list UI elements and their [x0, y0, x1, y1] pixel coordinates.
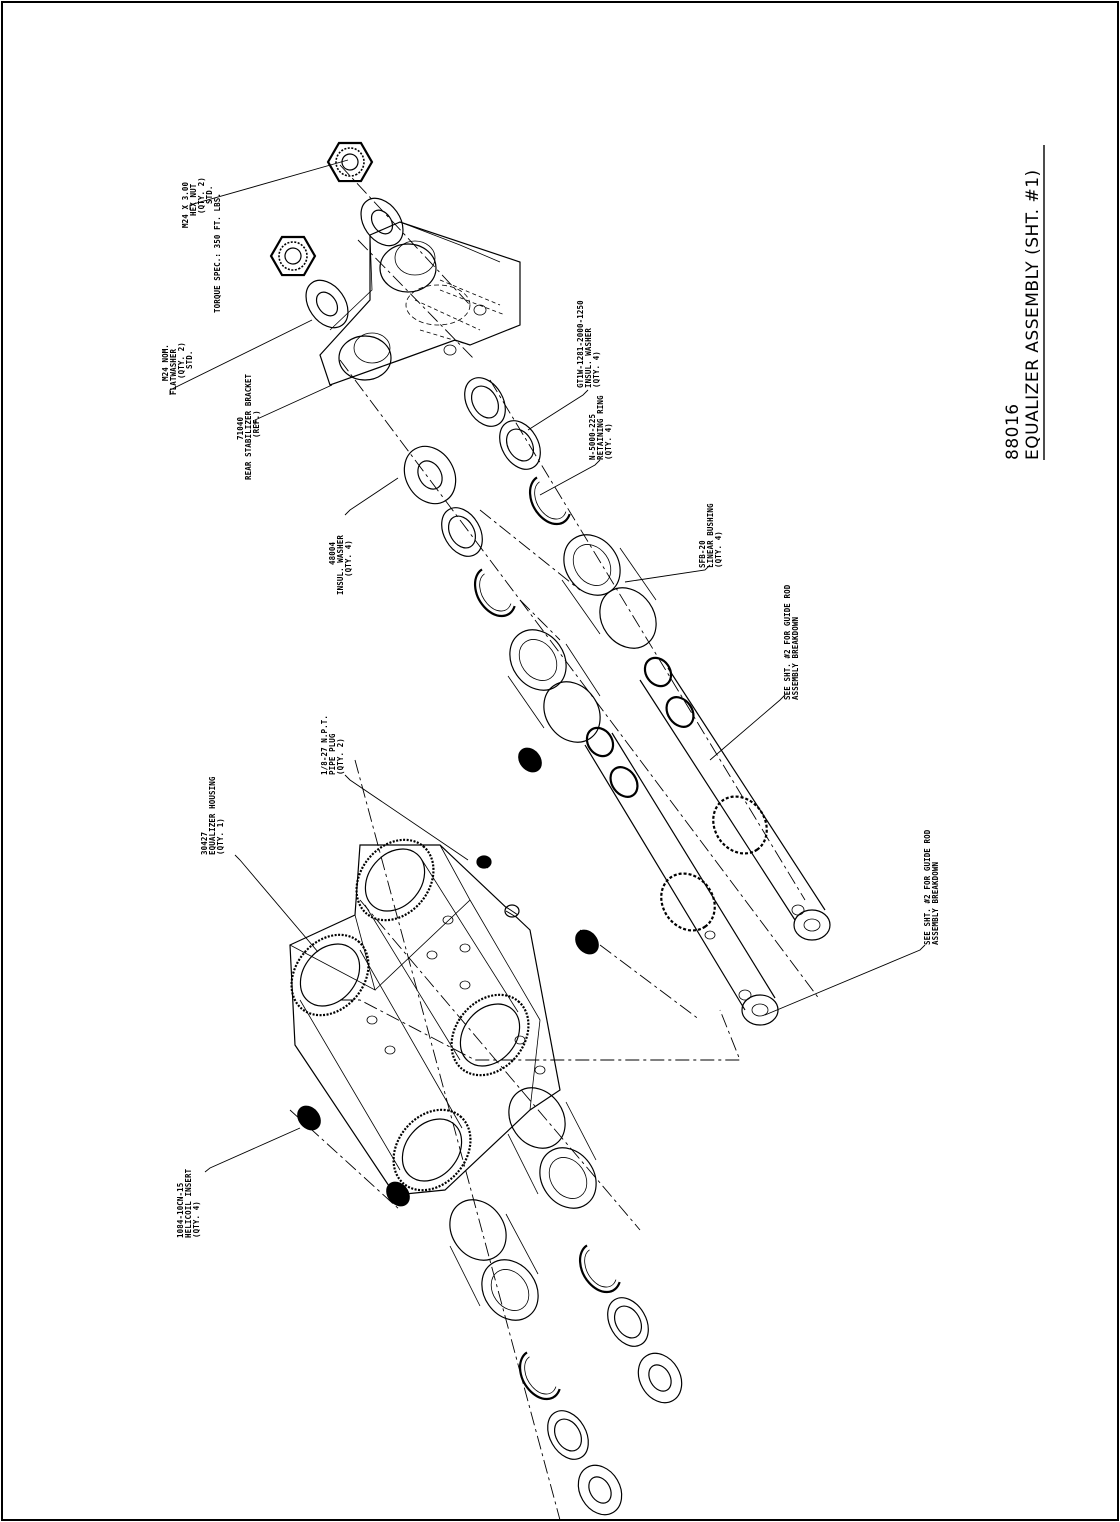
- svg-text:(QTY. 4): (QTY. 4): [192, 1201, 201, 1238]
- svg-text:SFB-20: SFB-20: [698, 540, 707, 568]
- svg-text:HEX NUT: HEX NUT: [189, 183, 198, 216]
- callout-retaining-ring: N-5000-225 RETAINING RING (QTY. 4): [588, 395, 613, 460]
- insul-washer-icon: [637, 1352, 683, 1404]
- svg-text:HELICOIL INSERT: HELICOIL INSERT: [184, 1168, 193, 1238]
- svg-text:ASSEMBLY BREAKDOWN: ASSEMBLY BREAKDOWN: [791, 617, 800, 700]
- flatwasher-icon: [305, 279, 349, 329]
- flatwasher-icon: [360, 197, 404, 247]
- linear-bushing-icon: [507, 1087, 597, 1209]
- svg-text:FLATWASHER: FLATWASHER: [169, 348, 178, 395]
- svg-text:(QTY. 2): (QTY. 2): [197, 177, 206, 214]
- helicoil-insert-icon: [575, 929, 599, 955]
- svg-text:(QTY. 2): (QTY. 2): [177, 342, 186, 379]
- callout-hex-nut: M24 X 3.00 HEX NUT (QTY. 2) STD. TORQUE …: [181, 177, 222, 313]
- hex-nut-icon: [269, 235, 317, 277]
- svg-text:TORQUE SPEC.: 350 FT. LBS.: TORQUE SPEC.: 350 FT. LBS.: [213, 193, 222, 313]
- svg-text:1/8-27 N.P.T.: 1/8-27 N.P.T.: [320, 715, 329, 775]
- retaining-ring-icon: [528, 476, 571, 526]
- helicoil-insert-icon: [386, 1181, 410, 1207]
- svg-text:INSUL. WASHER: INSUL. WASHER: [584, 328, 593, 388]
- linear-bushing-icon: [449, 1199, 539, 1321]
- helicoil-insert-icon: [518, 747, 542, 773]
- svg-text:1084-10CN-15: 1084-10CN-15: [176, 1183, 185, 1238]
- callout-housing: 30427 EQUALIZER HOUSING (QTY. 1): [200, 776, 225, 855]
- svg-text:30427: 30427: [200, 832, 209, 855]
- svg-text:71040: 71040: [236, 417, 245, 440]
- insul-washer-icon: [607, 1297, 649, 1347]
- insul-washer-icon: [577, 1464, 623, 1516]
- svg-text:(REF.): (REF.): [252, 410, 261, 438]
- insul-washer-icon: [464, 377, 506, 427]
- svg-text:PIPE PLUG: PIPE PLUG: [328, 733, 337, 775]
- title-block: 88016 EQUALIZER ASSEMBLY (SHT. #1): [1003, 145, 1045, 460]
- callout-gt-washer: GT1W-1281-2000-1250 INSUL. WASHER (QTY. …: [576, 300, 601, 388]
- linear-bushing-icon: [507, 629, 601, 743]
- insul-washer-icon: [441, 507, 483, 557]
- svg-text:INSUL. WASHER: INSUL. WASHER: [336, 535, 345, 595]
- svg-text:(QTY. 4): (QTY. 4): [344, 540, 353, 577]
- svg-text:ASSEMBLY BREAKDOWN: ASSEMBLY BREAKDOWN: [931, 862, 940, 945]
- guide-rod: [584, 726, 779, 1026]
- callout-guide-rod-upper: SEE SHT. #2 FOR GUIDE ROD ASSEMBLY BREAK…: [783, 584, 800, 700]
- centerlines: [289, 164, 821, 1521]
- svg-text:STD.: STD.: [205, 186, 214, 204]
- svg-text:STD.: STD.: [185, 351, 194, 369]
- svg-text:48004: 48004: [328, 542, 337, 565]
- guide-rod: [639, 656, 831, 941]
- svg-text:REAR STABILIZER BRACKET: REAR STABILIZER BRACKET: [244, 373, 253, 480]
- insul-washer-icon: [403, 445, 457, 505]
- leader-lines: [169, 159, 926, 1173]
- linear-bushing-icon: [561, 534, 657, 649]
- callout-linear-bushing: SFB-20 LINEAR BUSHING (QTY. 4): [698, 503, 723, 568]
- retaining-ring-icon: [578, 1244, 621, 1294]
- retaining-ring-icon: [473, 568, 516, 618]
- drawing-title: EQUALIZER ASSEMBLY (SHT. #1): [1023, 169, 1043, 460]
- svg-text:N-5000-225: N-5000-225: [588, 414, 597, 460]
- callout-pipe-plug: 1/8-27 N.P.T. PIPE PLUG (QTY. 2): [320, 715, 345, 775]
- callout-guide-rod-lower: SEE SHT. #2 FOR GUIDE ROD ASSEMBLY BREAK…: [923, 829, 940, 945]
- svg-text:M24 X 3.00: M24 X 3.00: [181, 181, 190, 228]
- drawing-number: 88016: [1003, 403, 1023, 460]
- callout-flatwasher: M24 NOM. FLATWASHER (QTY. 2) STD.: [161, 342, 194, 395]
- svg-text:(QTY. 4): (QTY. 4): [592, 351, 601, 388]
- svg-text:(QTY. 1): (QTY. 1): [216, 818, 225, 855]
- svg-text:EQUALIZER HOUSING: EQUALIZER HOUSING: [208, 776, 217, 855]
- pipe-plug-icon: [504, 904, 520, 918]
- svg-text:RETAINING RING: RETAINING RING: [596, 395, 605, 460]
- equalizer-housing: [289, 838, 561, 1196]
- stabilizer-bracket: [319, 221, 521, 386]
- svg-text:(QTY. 4): (QTY. 4): [714, 531, 723, 568]
- insul-washer-icon: [547, 1410, 589, 1460]
- svg-text:SEE SHT. #2 FOR GUIDE ROD: SEE SHT. #2 FOR GUIDE ROD: [783, 584, 792, 700]
- pipe-plug-icon: [476, 855, 492, 869]
- retaining-ring-icon: [518, 1351, 561, 1401]
- helicoil-insert-icon: [297, 1105, 321, 1131]
- callout-insul-washer: 48004 INSUL. WASHER (QTY. 4): [328, 535, 353, 595]
- svg-text:LINEAR BUSHING: LINEAR BUSHING: [706, 503, 715, 568]
- svg-text:GT1W-1281-2000-1250: GT1W-1281-2000-1250: [576, 300, 585, 388]
- svg-text:(QTY. 2): (QTY. 2): [336, 738, 345, 775]
- svg-text:M24 NOM.: M24 NOM.: [161, 344, 170, 381]
- callout-helicoil: 1084-10CN-15 HELICOIL INSERT (QTY. 4): [176, 1168, 201, 1238]
- callout-bracket: 71040 REAR STABILIZER BRACKET (REF.): [236, 373, 261, 480]
- svg-text:SEE SHT. #2 FOR GUIDE ROD: SEE SHT. #2 FOR GUIDE ROD: [923, 829, 932, 945]
- hex-nut-icon: [326, 141, 374, 183]
- insul-washer-icon: [499, 420, 541, 470]
- svg-text:(QTY. 4): (QTY. 4): [604, 423, 613, 460]
